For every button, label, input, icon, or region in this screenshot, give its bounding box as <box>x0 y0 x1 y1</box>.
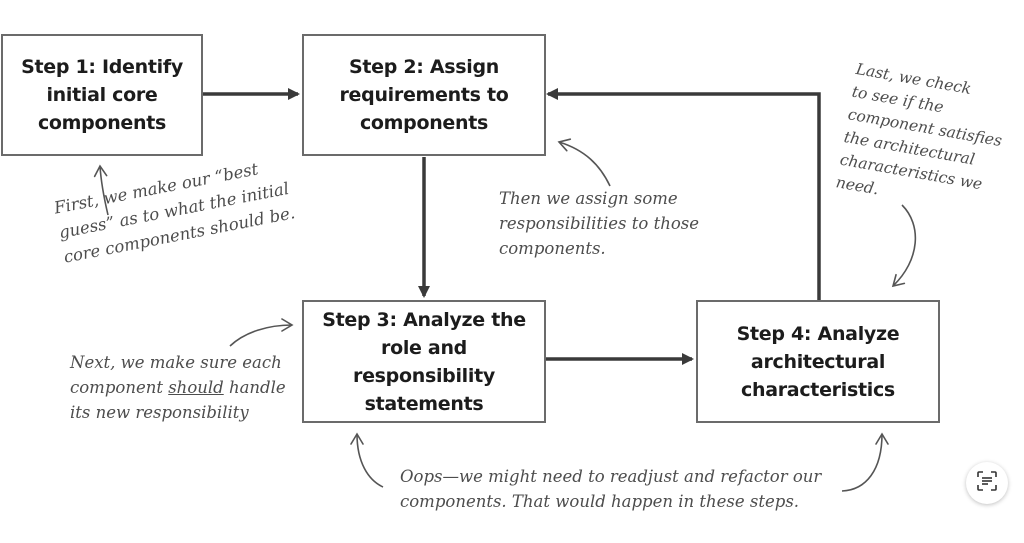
note-next: Next, we make sure each component should… <box>70 350 286 425</box>
text-scan-button[interactable] <box>966 462 1008 504</box>
step-3-box: Step 3: Analyze the role and responsibil… <box>302 300 546 423</box>
annotation-arrow-next <box>229 318 294 347</box>
step-2-box: Step 2: Assign requirements to component… <box>302 34 546 156</box>
note-next-emphasis: should <box>168 378 224 397</box>
note-next-text-2: handle its new responsibility <box>70 378 286 422</box>
annotation-arrow-last <box>891 204 917 288</box>
arrow-step4-to-step2 <box>546 88 821 300</box>
step-1-label: Step 1: Identify initial core components <box>21 56 183 134</box>
note-then: Then we assign some responsibilities to … <box>499 189 699 258</box>
annotation-arrow-then <box>557 138 611 187</box>
annotation-arrow-oops-left <box>350 432 384 488</box>
note-oops: Oops—we might need to readjust and refac… <box>400 467 822 511</box>
step-4-box: Step 4: Analyze architectural characteri… <box>696 300 940 423</box>
step-4-label: Step 4: Analyze architectural characteri… <box>736 322 900 401</box>
step-3-label: Step 3: Analyze the role and responsibil… <box>322 308 526 415</box>
note-last: Last, we check to see if the component s… <box>834 59 1004 199</box>
annotation-arrow-first <box>93 164 109 216</box>
note-next-text-1: Next, we make sure each component <box>70 353 282 397</box>
step-1-box: Step 1: Identify initial core components <box>1 34 203 156</box>
step-2-label: Step 2: Assign requirements to component… <box>339 56 509 134</box>
text-scan-icon <box>977 471 997 495</box>
annotation-arrow-oops-right <box>841 432 889 492</box>
